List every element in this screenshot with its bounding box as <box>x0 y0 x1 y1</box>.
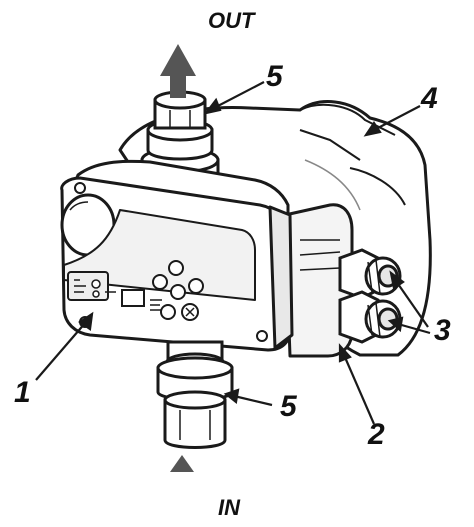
callout-2: 2 <box>368 418 385 451</box>
label-in: IN <box>218 495 240 520</box>
callout-4: 4 <box>421 82 438 115</box>
callout-1: 1 <box>14 376 31 409</box>
front-control-unit <box>60 159 294 352</box>
label-out: OUT <box>208 8 255 33</box>
callout-5-bottom: 5 <box>280 390 297 423</box>
leader-lines <box>35 81 431 425</box>
outflow-arrow <box>160 44 196 98</box>
control-panel <box>67 260 204 321</box>
callout-5-top: 5 <box>266 60 283 93</box>
cable-gland-upper <box>338 248 402 300</box>
inflow-arrow <box>170 455 194 472</box>
callout-3: 3 <box>434 314 451 347</box>
inlet-fitting <box>156 340 234 449</box>
